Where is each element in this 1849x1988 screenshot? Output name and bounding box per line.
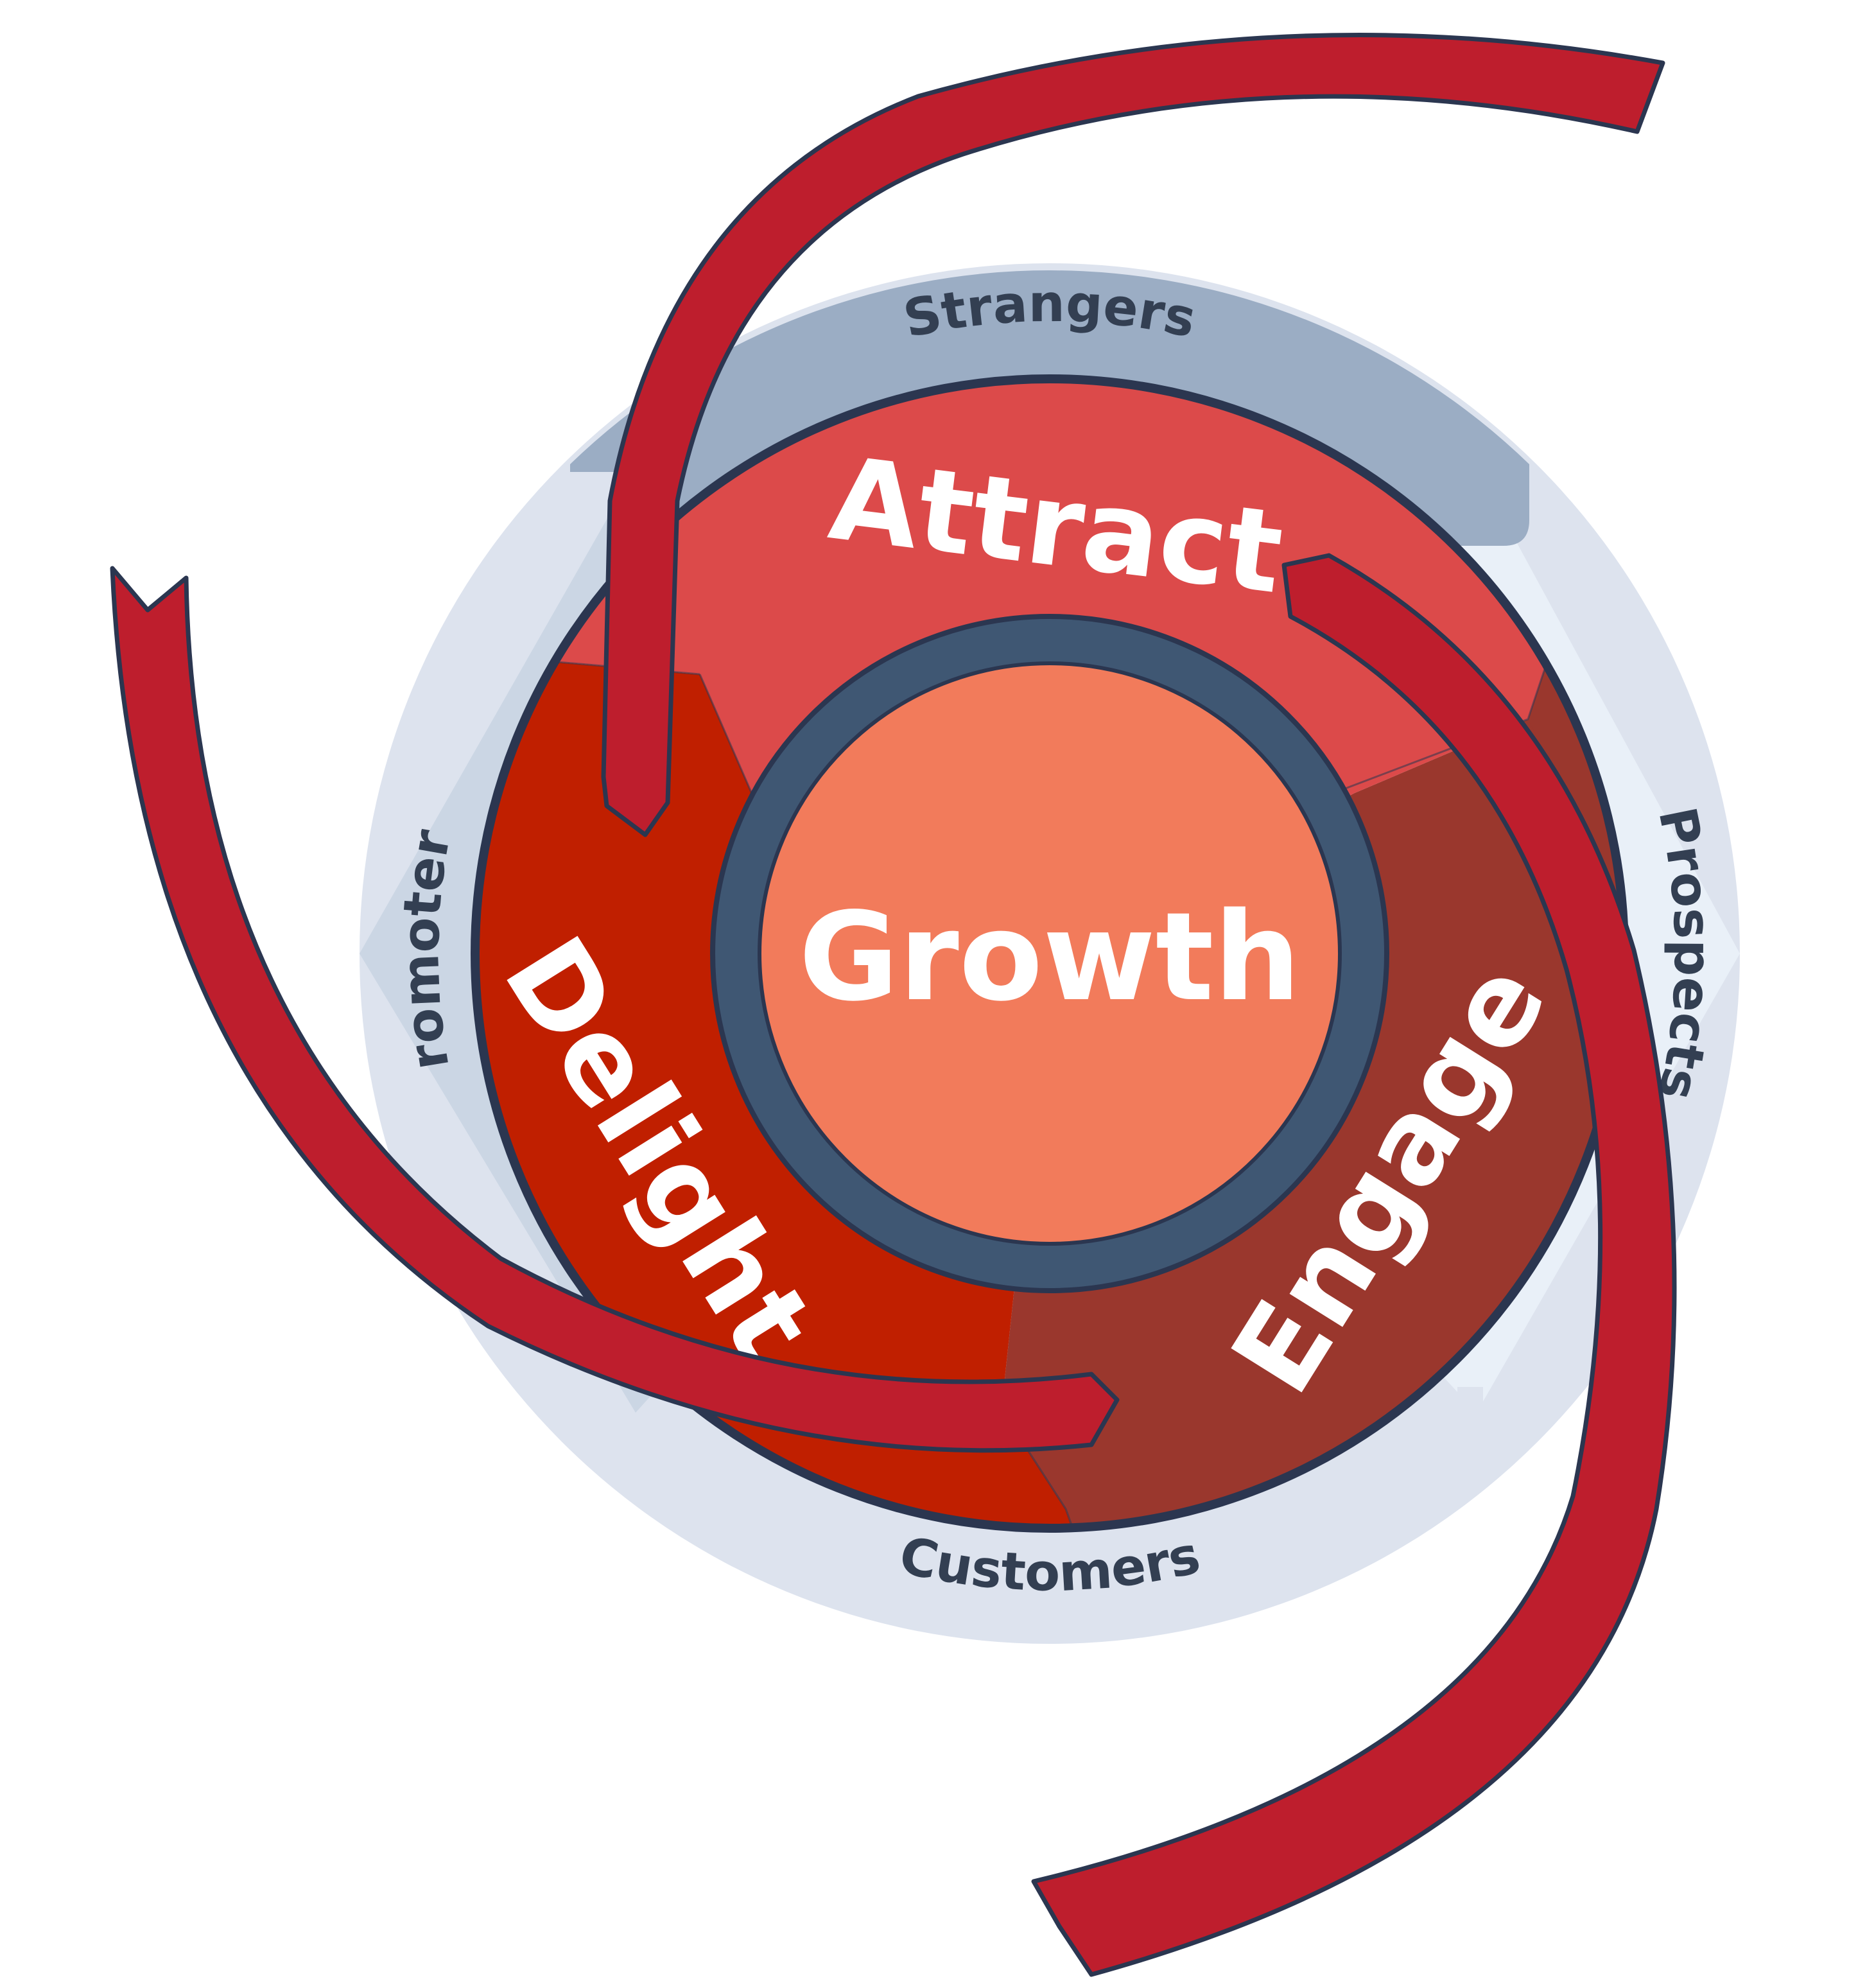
hub-center bbox=[758, 661, 1342, 1246]
arrow-strangers-to-delight bbox=[601, 32, 1665, 837]
arrow-prospects-to-customers bbox=[1031, 553, 1677, 1977]
arrow-promoters-to-engage bbox=[110, 566, 1120, 1453]
momentum-arrows bbox=[110, 32, 1677, 1977]
outer-ring-notch-customers bbox=[1457, 1387, 1483, 1445]
hub-label: Growth bbox=[799, 886, 1301, 1028]
hub: Growth bbox=[710, 614, 1389, 1293]
